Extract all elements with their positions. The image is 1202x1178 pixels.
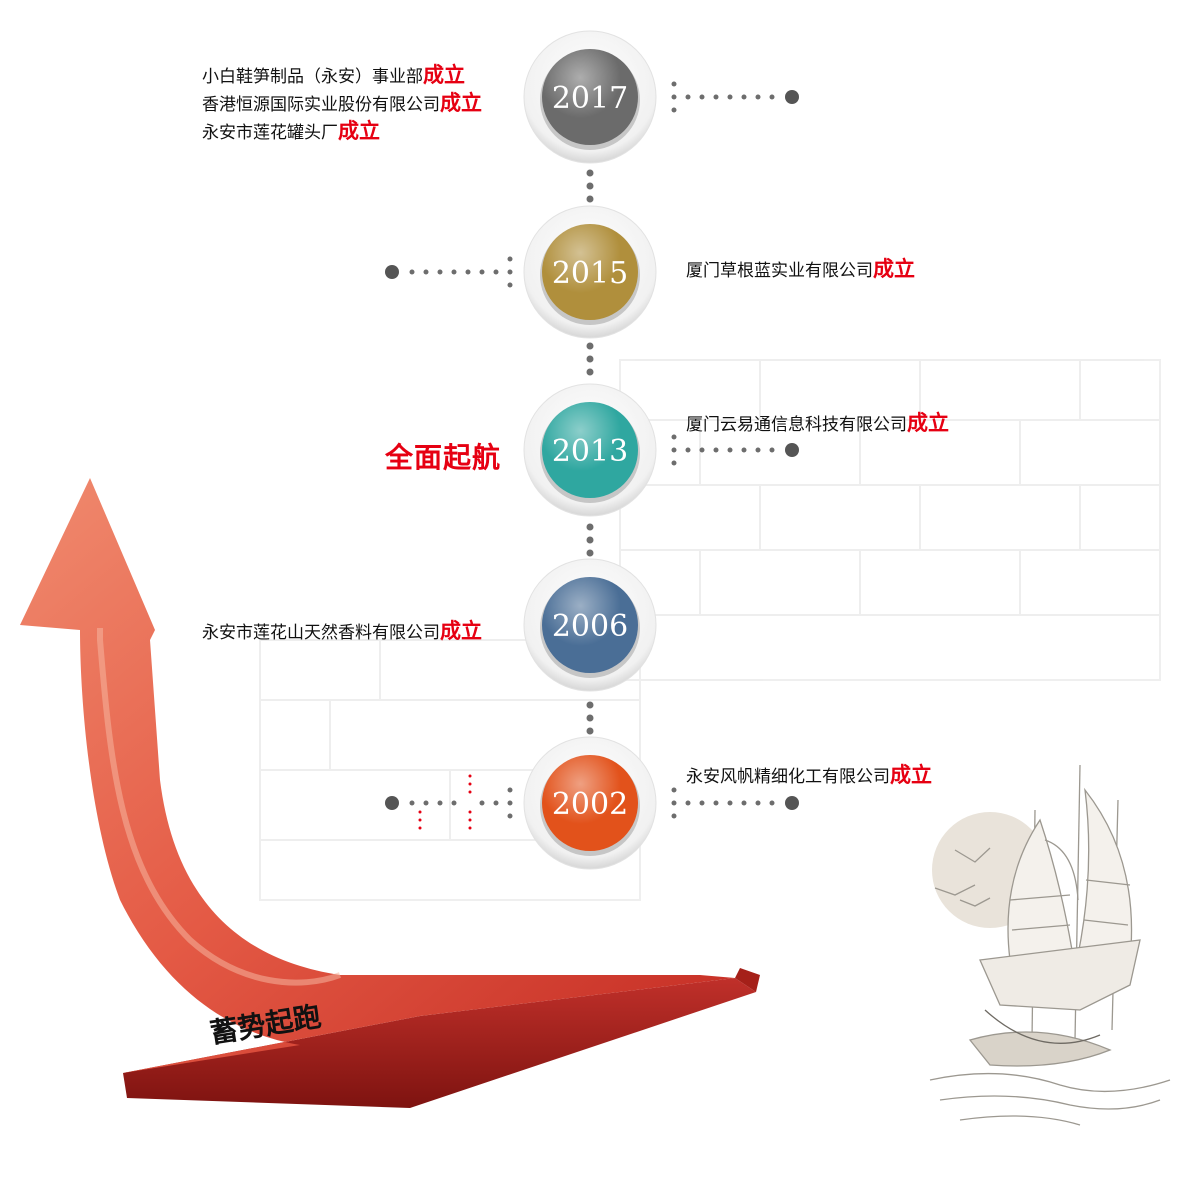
dotted-leader-2013 [671, 434, 799, 466]
year-medallion-2013: 2013 [523, 383, 657, 517]
year-medallion-2006: 2006 [523, 558, 657, 692]
rising-arrow-graphic [20, 478, 760, 1108]
milestone-text-2002: 永安风帆精细化工有限公司成立 [686, 763, 932, 787]
year-label: 2013 [552, 434, 628, 469]
year-medallion-2002: 2002 [523, 736, 657, 870]
slogan-full-sail: 全面起航 [385, 441, 502, 474]
milestone-text-2017: 小白鞋笋制品（永安）事业部成立 香港恒源国际实业股份有限公司成立 永安市莲花罐头… [202, 62, 482, 146]
medallion-gloss [542, 224, 638, 320]
dotted-leader-2017 [671, 81, 799, 113]
year-label: 2006 [552, 609, 628, 644]
milestone-2017-line-2: 香港恒源国际实业股份有限公司成立 [202, 91, 482, 115]
medallion-gloss [542, 49, 638, 145]
year-medallion-2017: 2017 [523, 30, 657, 164]
milestone-2017-line-1: 小白鞋笋制品（永安）事业部成立 [202, 63, 465, 87]
dotted-leader-2015 [385, 256, 513, 288]
milestone-2017-line-3: 永安市莲花罐头厂成立 [202, 119, 380, 143]
milestone-text-2006: 永安市莲花山天然香料有限公司成立 [202, 619, 482, 643]
year-label: 2017 [552, 81, 628, 116]
milestone-text-2013: 厦门云易通信息科技有限公司成立 [686, 411, 949, 435]
year-label: 2015 [552, 256, 628, 291]
red-dotted-marks [418, 774, 472, 830]
medallion-gloss [542, 577, 638, 673]
year-medallion-2015: 2015 [523, 205, 657, 339]
brick-wall-background [259, 359, 1161, 901]
year-label: 2002 [552, 787, 628, 822]
milestone-text-2015: 厦门草根蓝实业有限公司成立 [686, 257, 915, 281]
dotted-leader-2002 [385, 787, 799, 819]
medallion-gloss [542, 402, 638, 498]
timeline-vertical-connector [586, 169, 594, 735]
medallion-gloss [542, 755, 638, 851]
sailing-ship-illustration [929, 764, 1171, 1126]
year-medallions: 2017 2015 2013 2006 2002 [523, 30, 657, 870]
